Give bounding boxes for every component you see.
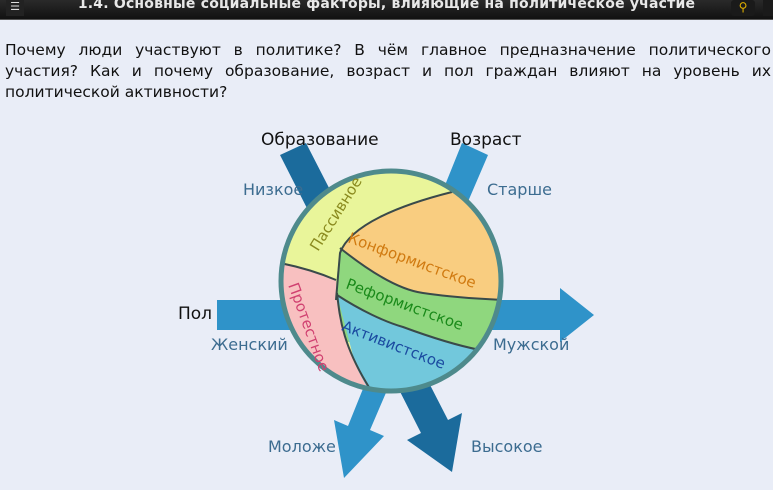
factor-age: Возраст bbox=[450, 130, 522, 150]
search-icon: ⚲ bbox=[738, 0, 748, 14]
question-text: Почему люди участвуют в политике? В чём … bbox=[5, 41, 771, 101]
pole-younger: Моложе bbox=[268, 437, 336, 456]
region-conformist bbox=[336, 171, 501, 310]
search-button[interactable]: ⚲ bbox=[731, 0, 755, 16]
page-title: 1.4. Основные социальные факторы, влияющ… bbox=[77, 0, 696, 12]
pole-low: Низкое bbox=[243, 180, 303, 199]
factor-education: Образование bbox=[261, 130, 379, 150]
toolbar-button[interactable] bbox=[763, 0, 773, 16]
pole-female: Женский bbox=[211, 335, 288, 354]
pole-male: Мужской bbox=[493, 335, 569, 354]
title-bar: ☰ 1.4. Основные социальные факторы, влия… bbox=[0, 0, 773, 20]
globe-outline bbox=[278, 168, 504, 394]
pole-older: Старше bbox=[487, 180, 552, 199]
pole-high: Высокое bbox=[471, 437, 543, 456]
menu-icon: ☰ bbox=[10, 0, 20, 13]
menu-button[interactable]: ☰ bbox=[6, 0, 24, 16]
factor-gender: Пол bbox=[178, 304, 212, 324]
